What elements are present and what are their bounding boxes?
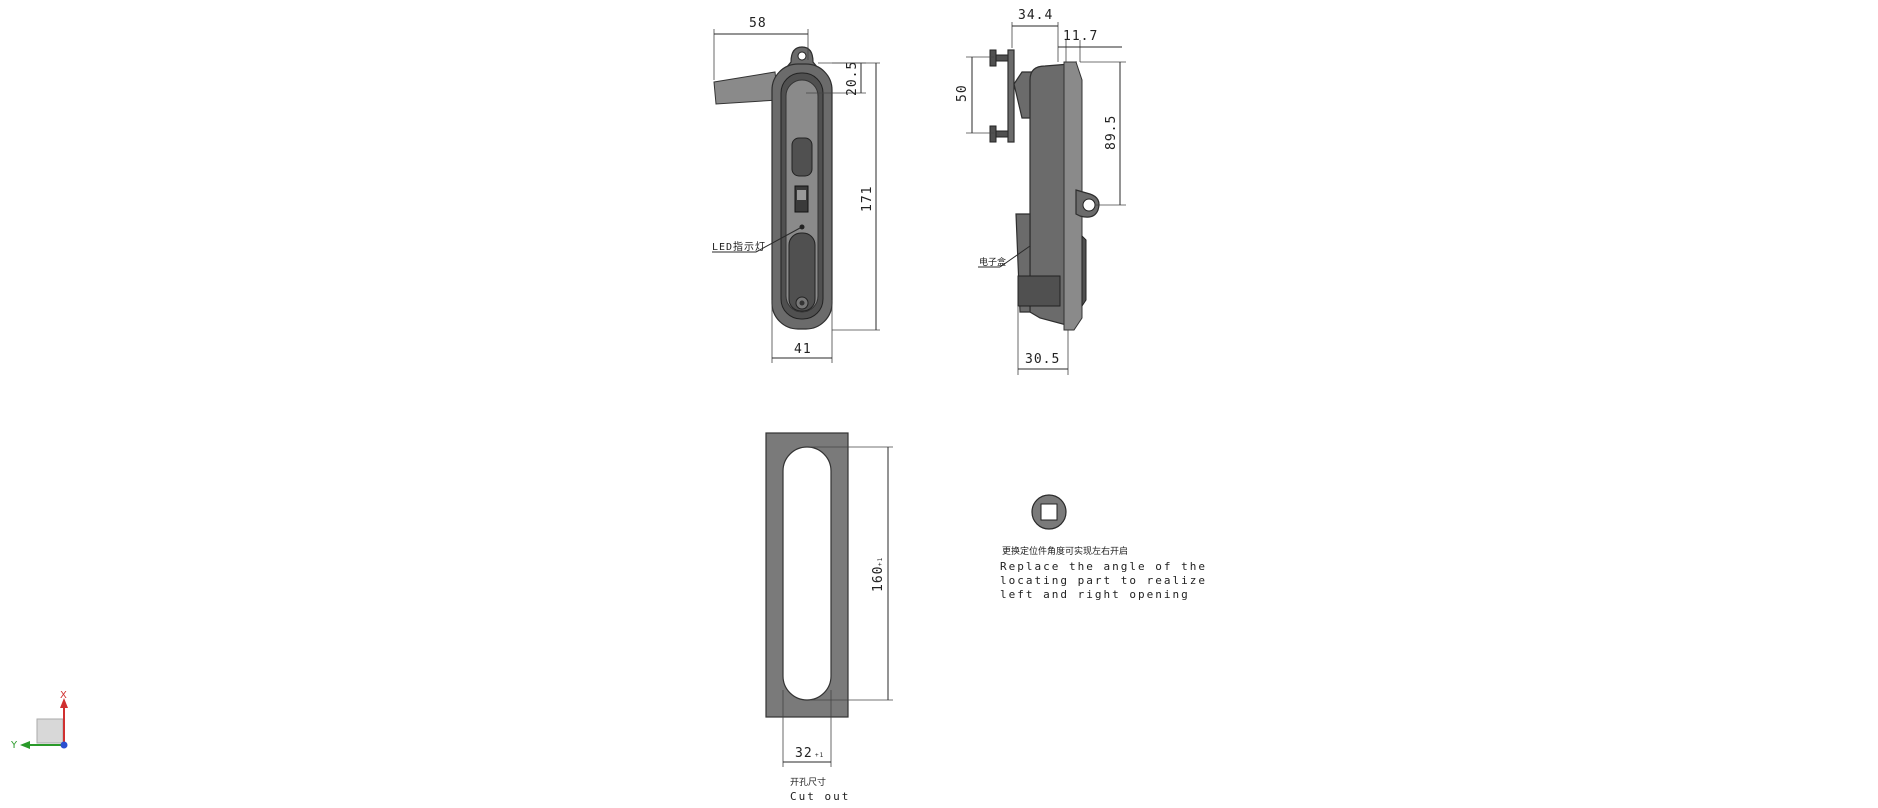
dim-41: 41 [794, 342, 812, 357]
dim-32: 32 [795, 746, 813, 761]
locating-note-cn: 更换定位件角度可实现左右开启 [1002, 545, 1128, 557]
dim-160: 160 [871, 566, 886, 592]
side-bump [1081, 234, 1087, 308]
dim-160-tol: +1 [877, 557, 884, 566]
stud-top-head [989, 49, 997, 67]
x-axis-arrowhead [60, 698, 68, 708]
dim-34-4: 34.4 [1018, 8, 1053, 23]
locating-note-en-3: left and right opening [1000, 588, 1190, 601]
side-lug-hole [1082, 198, 1096, 212]
locating-part-square [1040, 503, 1058, 521]
dim-50: 50 [955, 84, 970, 102]
handle-lever [713, 71, 779, 105]
triad-cube [36, 718, 64, 744]
locating-part-note: 更换定位件角度可实现左右开启 Replace the angle of the … [1000, 494, 1207, 601]
electronic-box-label: 电子盒 [979, 256, 1006, 268]
axis-triad: X Y [10, 690, 68, 751]
lower-cover [788, 232, 816, 312]
dim-11-7: 11.7 [1063, 29, 1098, 44]
cutout-slot [782, 446, 832, 701]
led-indicator [799, 224, 805, 230]
y-axis-label: Y [10, 740, 18, 751]
led-label: LED指示灯 [712, 240, 766, 253]
stud-bottom-head [989, 125, 997, 143]
mount-plate [1007, 49, 1015, 143]
dim-89-5: 89.5 [1104, 115, 1119, 150]
z-axis-dot [60, 741, 68, 749]
dim-58: 58 [749, 16, 767, 31]
x-axis-label: X [60, 690, 67, 701]
y-axis-arrowhead [20, 741, 30, 749]
upper-button [791, 137, 813, 177]
locating-note-en-2: locating part to realize [1000, 574, 1207, 587]
electronic-box-lower [1017, 275, 1061, 307]
led-leader [755, 227, 801, 253]
cutout-view: 160 +1 32 +1 开孔尺寸 Cut out [765, 432, 893, 803]
side-view: 34.4 11.7 50 89.5 30.5 电子盒 [955, 8, 1126, 375]
top-lug-hole [797, 51, 807, 61]
front-view: 58 20.5 171 41 LED指示灯 [712, 16, 880, 363]
side-front-plate [1063, 61, 1083, 331]
cutout-label-en: Cut out [790, 790, 850, 803]
dim-32-tol: +1 [815, 752, 824, 759]
locating-note-en-1: Replace the angle of the [1000, 560, 1207, 573]
cutout-label-cn: 开孔尺寸 [790, 776, 826, 788]
dim-20-5: 20.5 [845, 61, 860, 96]
key-cylinder-core [799, 300, 805, 306]
slide-switch-knob [797, 190, 806, 200]
dim-30-5: 30.5 [1025, 352, 1060, 367]
dim-171: 171 [860, 186, 875, 212]
